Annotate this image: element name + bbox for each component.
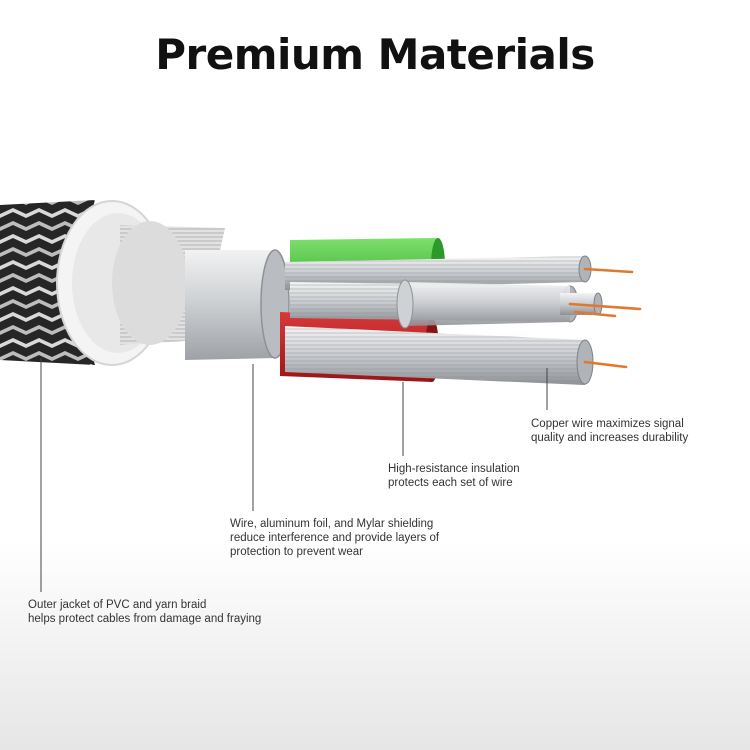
page-title: Premium Materials (155, 30, 595, 79)
callout-jacket-line-1: Outer jacket of PVC and yarn braid (28, 599, 207, 611)
callout-copper-wire: Copper wire maximizes signal quality and… (531, 417, 688, 445)
copper-wires (568, 267, 642, 369)
callout-shielding-line-2: reduce interference and provide layers o… (230, 532, 440, 544)
callout-outer-jacket: Outer jacket of PVC and yarn braid helps… (28, 598, 261, 626)
callout-jacket-line-2: helps protect cables from damage and fra… (28, 613, 262, 625)
callout-copper-line-2: quality and increases durability (531, 432, 689, 444)
callout-insulation-line-2: protects each set of wire (388, 477, 513, 489)
stranded-conductors (285, 255, 603, 385)
foil-sleeve (185, 249, 290, 360)
callout-shielding-line-3: protection to prevent wear (230, 546, 363, 558)
callout-insulation-line-1: High-resistance insulation (388, 463, 520, 475)
callout-shielding: Wire, aluminum foil, and Mylar shielding… (230, 517, 439, 559)
callout-copper-line-1: Copper wire maximizes signal (531, 418, 684, 430)
callout-leader-lines (40, 358, 548, 592)
callout-insulation: High-resistance insulation protects each… (388, 462, 520, 490)
callout-shielding-line-1: Wire, aluminum foil, and Mylar shielding (230, 518, 434, 530)
